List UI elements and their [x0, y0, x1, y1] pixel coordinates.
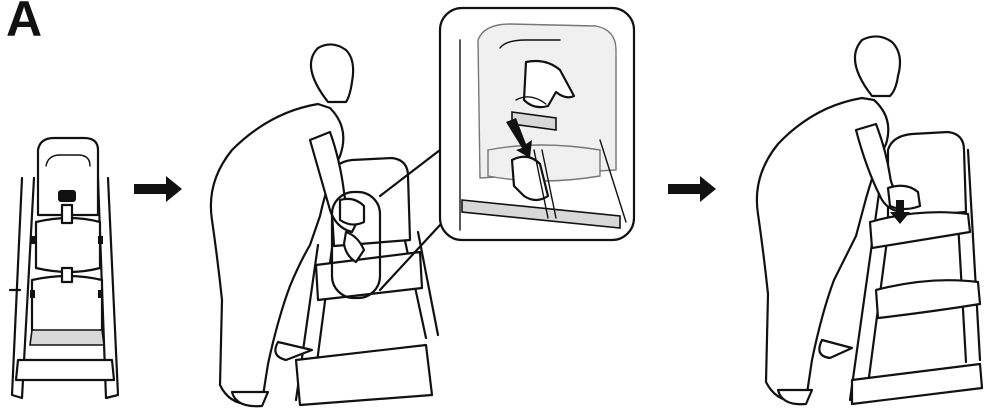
person-lowering-seat	[757, 36, 982, 404]
person-unlocking-seat	[211, 44, 438, 406]
arrow-right-icon	[134, 176, 182, 202]
arrow-right-icon	[668, 176, 716, 202]
folded-chair	[10, 138, 118, 398]
detail-inset-release-handle	[440, 8, 634, 240]
